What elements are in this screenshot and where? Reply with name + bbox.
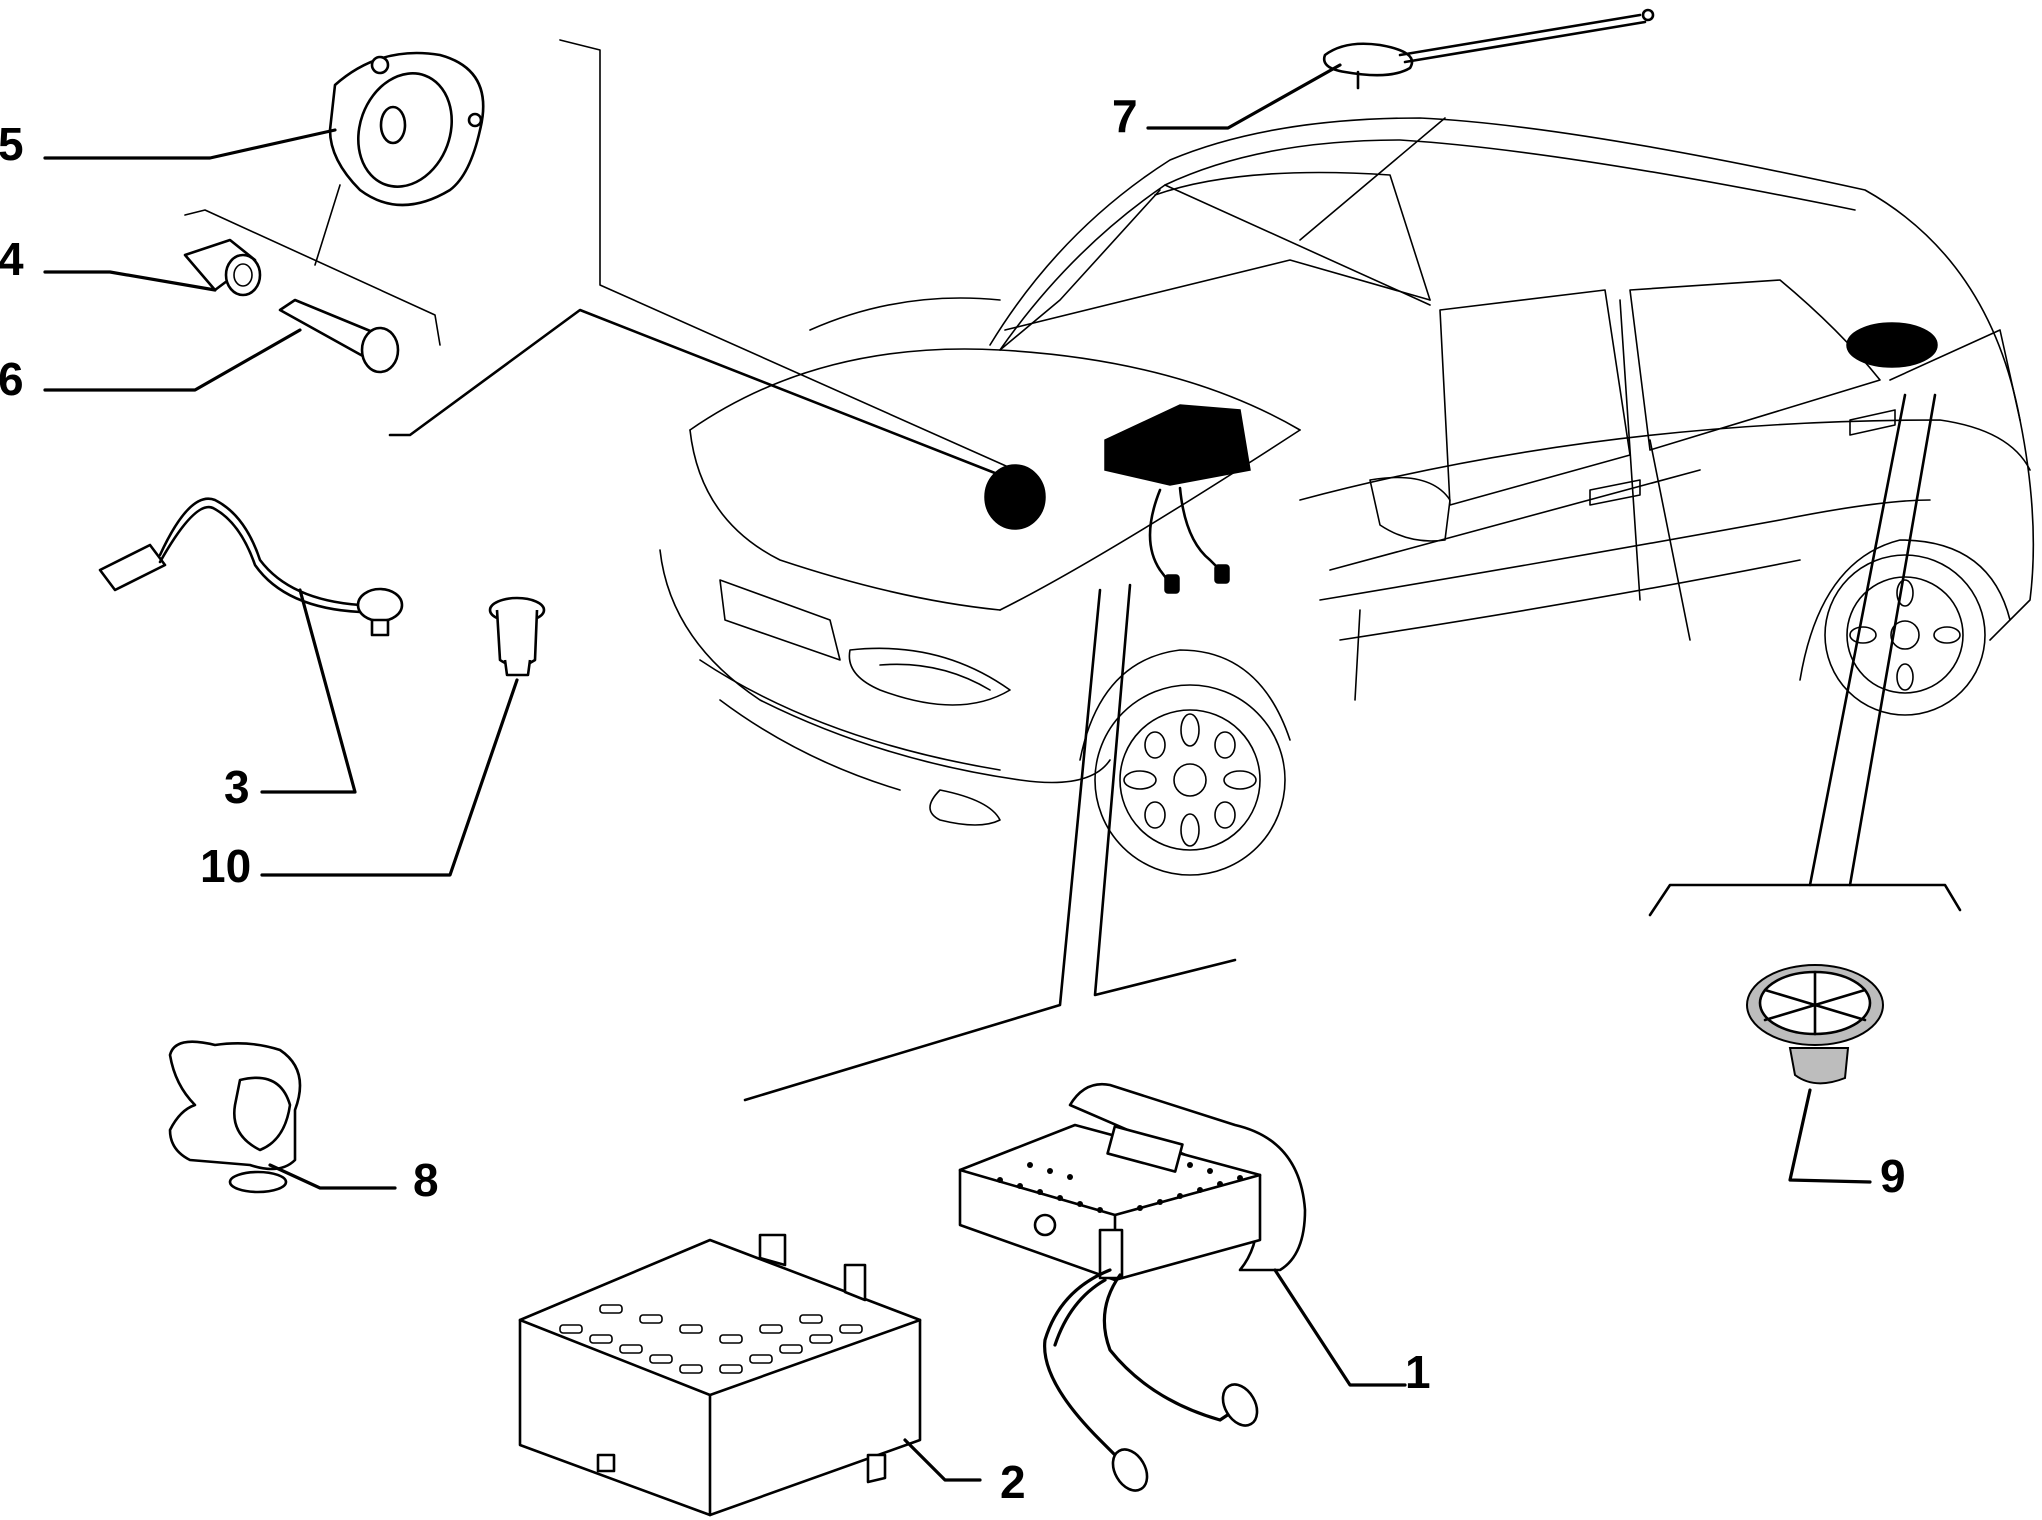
- callout-8: 8: [413, 1154, 439, 1206]
- tweeter-connector-icon: [183, 238, 262, 297]
- callout-2: 2: [1000, 1456, 1026, 1508]
- grommet-icon: [488, 596, 546, 677]
- leader-lines: [43, 63, 1872, 1482]
- callout-7: 7: [1112, 90, 1138, 142]
- amplifier-box-icon: [518, 1233, 922, 1517]
- callout-4: 4: [0, 233, 24, 285]
- group-lines: [388, 39, 1962, 1102]
- roof-antenna-icon: [1322, 8, 1655, 90]
- fastener-pin-icon: [278, 298, 400, 374]
- callout-9: 9: [1880, 1150, 1906, 1202]
- rear-speaker-icon: [1746, 964, 1884, 1085]
- antenna-cable-icon: [98, 497, 404, 637]
- callout-10: 10: [200, 840, 251, 892]
- cable-clip-icon: [168, 1040, 302, 1194]
- radio-unit-with-bracket-icon: [958, 1082, 1307, 1492]
- car-line-drawing: [659, 117, 2035, 876]
- callout-6: 6: [0, 353, 24, 405]
- dash-radio-silhouette: [1104, 404, 1251, 594]
- callout-1: 1: [1405, 1346, 1431, 1398]
- speaker-ring-icon: [328, 51, 485, 207]
- rear-speaker-silhouette: [1846, 322, 1938, 368]
- callout-5: 5: [0, 118, 24, 170]
- callout-3: 3: [224, 761, 250, 813]
- front-speaker-silhouette: [984, 464, 1046, 530]
